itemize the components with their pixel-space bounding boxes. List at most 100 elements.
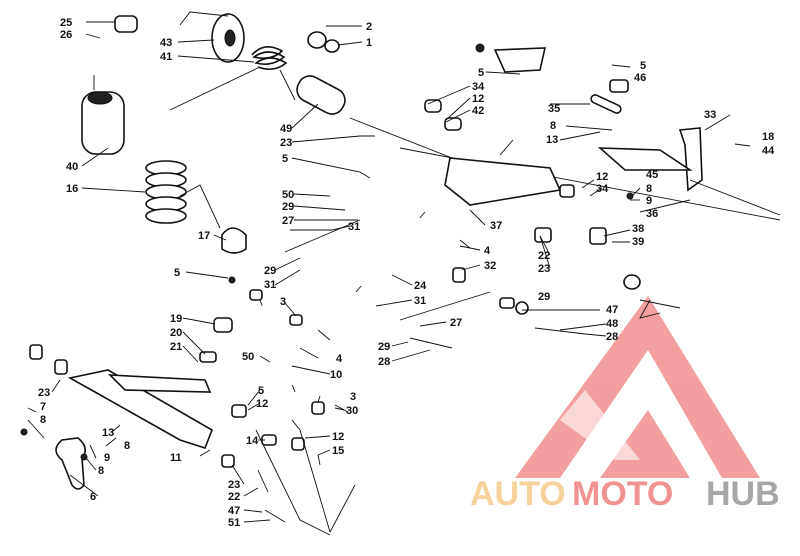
callout-17: 17 (198, 230, 210, 242)
callout-39: 39 (632, 236, 644, 248)
callout-4-low: 4 (336, 353, 343, 365)
front-arm-assembly-part (67, 369, 213, 449)
torsion-spring-leg (279, 69, 296, 101)
callout-11: 11 (170, 452, 182, 464)
spacer-34-part (424, 99, 442, 113)
link-6-part (55, 437, 86, 490)
callout-12-low: 12 (256, 398, 268, 410)
callout-29-top: 29 (282, 201, 294, 213)
callout-40: 40 (66, 161, 78, 173)
callout-23-bottom: 23 (228, 479, 240, 491)
callout-51: 51 (228, 517, 240, 529)
callout-21: 21 (170, 341, 182, 353)
callout-30: 30 (346, 405, 358, 417)
callout-29-low: 29 (378, 341, 390, 353)
callout-labels: 25 26 43 41 2 1 40 16 49 23 5 5 34 12 42… (38, 17, 775, 529)
callout-37: 37 (490, 220, 502, 232)
torsion-spring-part (251, 46, 288, 71)
watermark-word-moto: MOTO (572, 475, 673, 513)
callout-48: 48 (606, 318, 618, 330)
callout-50-top: 50 (282, 189, 294, 201)
callout-12-mid: 12 (596, 171, 608, 183)
coil-spring-part (145, 160, 187, 224)
callout-28-right: 28 (606, 331, 618, 343)
watermark-word-hub: HUB (706, 475, 780, 513)
callout-4-mid: 4 (484, 245, 491, 257)
link-rod-27a (284, 219, 361, 253)
callout-34-mid: 34 (596, 183, 609, 195)
front-shock-body (261, 304, 295, 386)
callout-38: 38 (632, 223, 644, 235)
callout-15: 15 (332, 445, 344, 457)
cross-shaft-49-part (296, 75, 346, 115)
shock-boot-top (87, 91, 113, 105)
callout-6: 6 (90, 491, 96, 503)
callout-47-right: 47 (606, 304, 618, 316)
watermark-logo-inner (560, 390, 640, 460)
torsion-spring-arm (169, 67, 259, 111)
callout-46: 46 (634, 72, 646, 84)
callout-32: 32 (484, 260, 496, 272)
callout-29-mid: 29 (264, 265, 276, 277)
callout-31-mid: 31 (264, 279, 276, 291)
callout-1: 1 (366, 37, 372, 49)
callout-20: 20 (170, 327, 182, 339)
front-arm-upper-part (107, 374, 212, 393)
callout-3-low: 3 (350, 391, 356, 403)
watermark-logo-mark (515, 296, 760, 478)
bushing-2-part (307, 31, 327, 49)
parts-group (20, 13, 781, 523)
bracket-33-part (678, 127, 703, 192)
callout-25: 25 (60, 17, 72, 29)
callout-14: 14 (246, 435, 259, 447)
link-rod-27b (399, 291, 491, 321)
callout-24: 24 (414, 280, 427, 292)
callout-9-mid: 9 (646, 195, 652, 207)
callout-16: 16 (66, 183, 78, 195)
pin-35-part (590, 94, 622, 114)
hardware-bits (20, 43, 641, 468)
callout-33: 33 (704, 109, 716, 121)
callout-44: 44 (762, 145, 775, 157)
callout-45: 45 (646, 169, 658, 181)
callout-8-mid: 8 (646, 183, 652, 195)
bushing-42-part (444, 117, 462, 131)
callout-34-top: 34 (472, 81, 485, 93)
callout-22-mid: 22 (538, 250, 550, 262)
top-bracket-part (493, 47, 547, 73)
callout-13-top: 13 (546, 134, 558, 146)
callout-29-right: 29 (538, 291, 550, 303)
callout-42: 42 (472, 105, 484, 117)
rear-arm-part (444, 157, 562, 206)
callout-18: 18 (762, 131, 774, 143)
callout-22-bottom: 22 (228, 491, 240, 503)
callout-49: 49 (280, 123, 292, 135)
callout-8-bottom: 8 (98, 465, 104, 477)
callout-9-low: 9 (104, 452, 110, 464)
idler-wheel-hub (224, 29, 236, 47)
callout-8-top: 8 (550, 120, 556, 132)
callout-43: 43 (160, 37, 172, 49)
callout-19: 19 (170, 313, 182, 325)
bolts (257, 143, 751, 523)
callout-8-left: 8 (40, 414, 46, 426)
callout-5-mid: 5 (282, 153, 288, 165)
callout-7: 7 (40, 401, 46, 413)
callout-23-top: 23 (280, 137, 292, 149)
callout-13-low: 13 (102, 427, 114, 439)
callout-23-left: 23 (38, 387, 50, 399)
callout-28-low: 28 (378, 356, 390, 368)
callout-2: 2 (366, 21, 372, 33)
callout-47-bottom: 47 (228, 505, 240, 517)
callout-5-low: 5 (258, 385, 264, 397)
callout-35: 35 (548, 103, 560, 115)
callout-27-top: 27 (282, 215, 294, 227)
callout-26: 26 (60, 29, 72, 41)
callout-3-mid: 3 (280, 296, 286, 308)
callout-5-right: 5 (640, 60, 646, 72)
callout-8-low: 8 (124, 440, 130, 452)
callout-27-low: 27 (450, 317, 462, 329)
washer-1-part (324, 39, 340, 53)
callout-23-mid: 23 (538, 263, 550, 275)
